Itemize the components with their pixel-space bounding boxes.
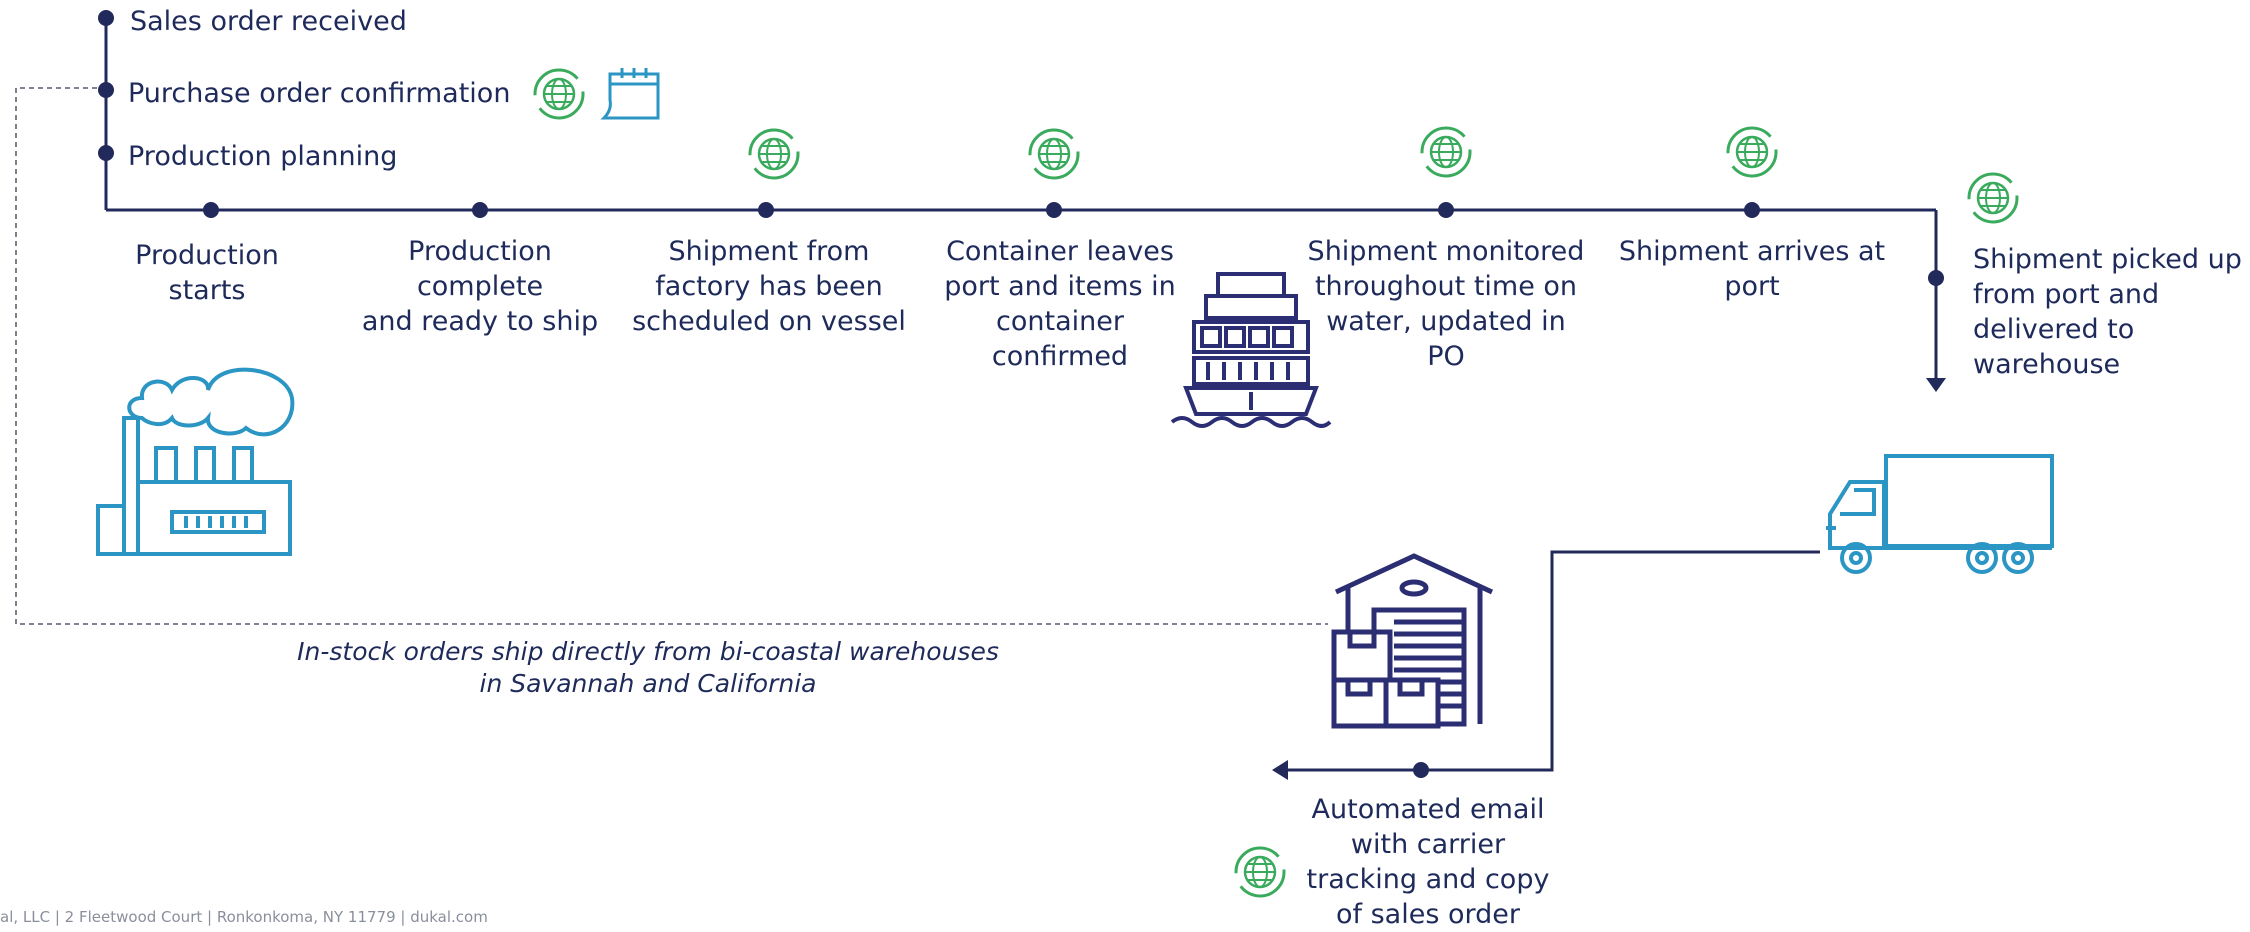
step-purchase-order-confirmation: Purchase order confirmation [128, 78, 511, 109]
dot-purchase-order [98, 82, 114, 98]
left-arrow-head [1272, 760, 1288, 780]
dot-shipment-monitored [1438, 202, 1454, 218]
dot-sales-order [98, 10, 114, 26]
step-sales-order-received: Sales order received [130, 6, 407, 37]
truck-icon [1826, 454, 2054, 574]
dot-production-planning [98, 145, 114, 161]
dot-picked-up [1928, 270, 1944, 286]
dot-shipment-scheduled [758, 202, 774, 218]
step-production-planning: Production planning [128, 141, 398, 172]
in-stock-note: In-stock orders ship directly from bi-co… [297, 637, 999, 698]
footer-address: al, LLC | 2 Fleetwood Court | Ronkonkoma… [0, 908, 488, 926]
globe-sync-icon [533, 68, 585, 120]
globe-sync-icon [1420, 126, 1472, 178]
cargo-ship-icon [1170, 272, 1332, 428]
calendar-icon [600, 68, 660, 120]
in-stock-dashed-line [15, 87, 1328, 625]
factory-icon [96, 367, 295, 556]
down-arrow-head [1926, 378, 1946, 392]
dot-automated-email [1413, 762, 1429, 778]
dot-shipment-arrives [1744, 202, 1760, 218]
globe-sync-icon [1726, 126, 1778, 178]
globe-sync-icon [1028, 128, 1080, 180]
globe-sync-icon [1967, 172, 2019, 224]
dot-container-leaves [1046, 202, 1062, 218]
warehouse-icon [1331, 553, 1494, 729]
globe-sync-icon [1234, 846, 1286, 898]
globe-sync-icon [748, 128, 800, 180]
dot-production-starts [203, 202, 219, 218]
dot-production-complete [472, 202, 488, 218]
